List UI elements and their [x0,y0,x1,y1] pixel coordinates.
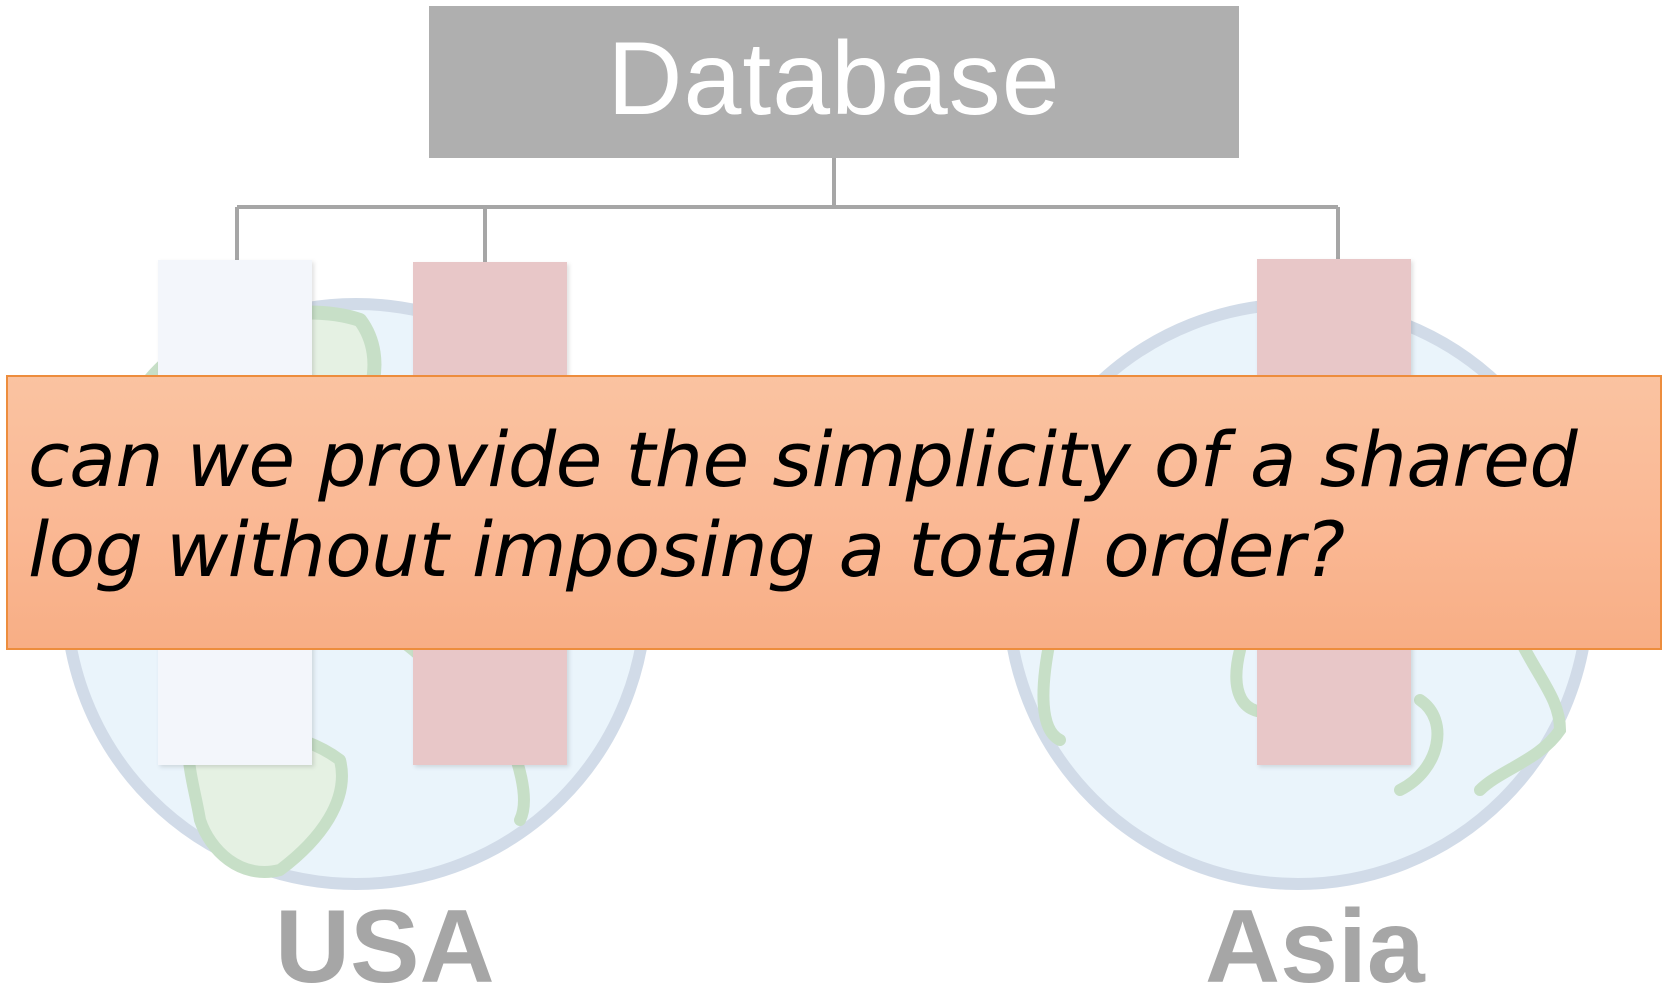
region-label-asia: Asia [1205,889,1425,1005]
question-line-2: log without imposing a total order? [28,505,1345,594]
question-line-1: can we provide the simplicity of a share… [28,415,1578,504]
database-label: Database [607,21,1061,137]
question-text: can we provide the simplicity of a share… [28,415,1660,595]
database-box: Database [429,6,1239,158]
connector-lines [235,158,1340,262]
region-label-usa: USA [275,889,495,1005]
question-callout: can we provide the simplicity of a share… [6,375,1662,650]
